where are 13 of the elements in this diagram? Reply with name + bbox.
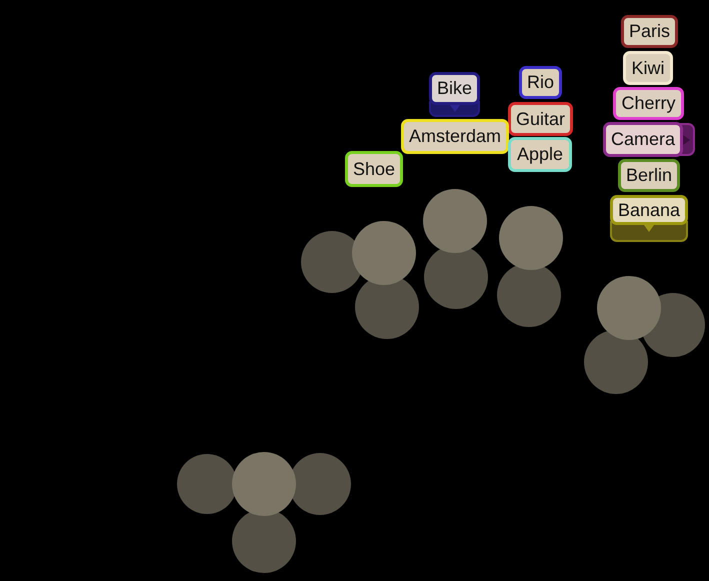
- word-tag: Shoe: [345, 151, 404, 187]
- word-tag: Bike: [429, 72, 480, 105]
- word-tag: Camera: [603, 122, 684, 157]
- word-tag: Berlin: [618, 159, 680, 192]
- word-tag: Kiwi: [623, 51, 673, 85]
- word-tag: Amsterdam: [401, 119, 510, 154]
- word-tag: Cherry: [613, 87, 684, 120]
- word-tag: Banana: [610, 195, 688, 225]
- word-tag: Rio: [519, 66, 562, 99]
- word-tag: Paris: [621, 15, 678, 48]
- word-tag: Apple: [508, 137, 572, 172]
- circle: [232, 452, 296, 516]
- word-tag: Guitar: [508, 102, 574, 136]
